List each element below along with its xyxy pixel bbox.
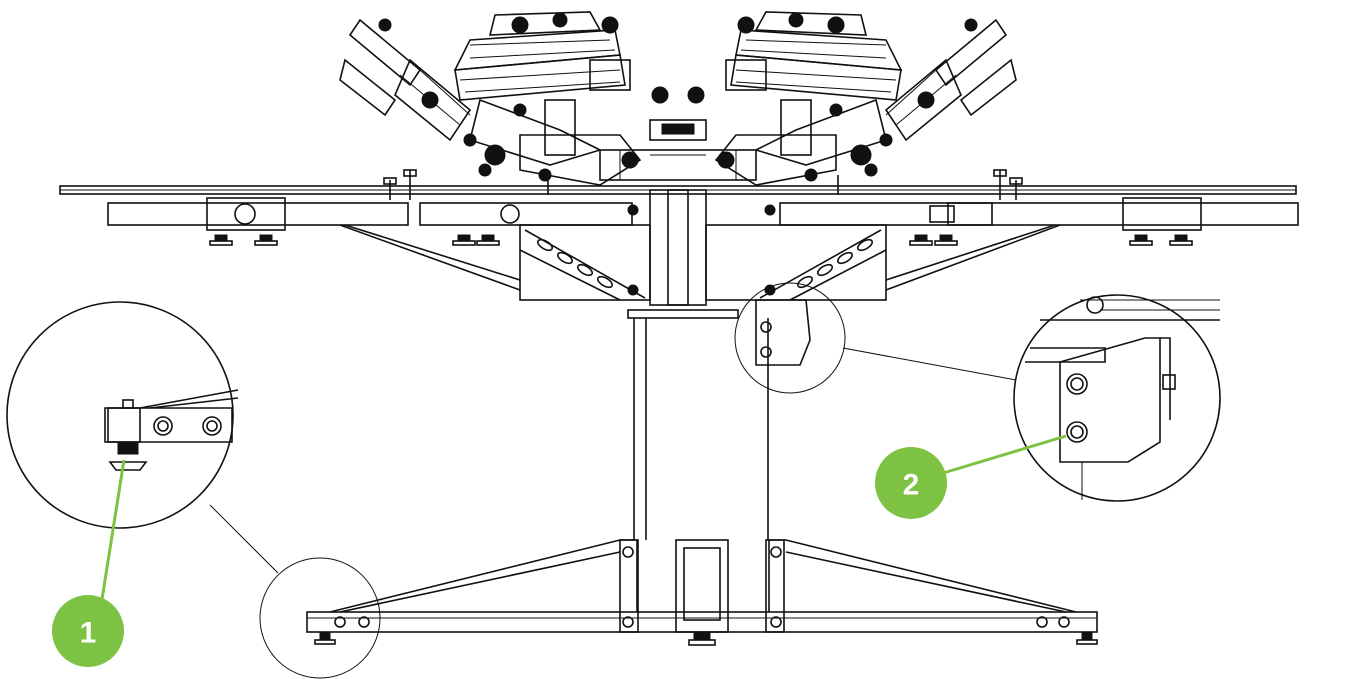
platen-adjuster-knobs (209, 169, 1193, 246)
callout-1-badge (52, 595, 124, 667)
detail-1-magnifier (6, 301, 234, 529)
print-heads-assembly (339, 11, 1017, 186)
callout-2-label: 2 (903, 469, 920, 502)
detail-view-1 (6, 301, 381, 679)
detail-view-2 (734, 282, 1221, 502)
callout-1-label: 1 (80, 617, 97, 650)
platen-table (59, 169, 1299, 246)
callout-2-badge (875, 447, 947, 519)
callout-2: 2 (875, 434, 1067, 519)
center-carriage (339, 189, 1061, 366)
detail-2-leader (842, 347, 1017, 381)
detail-1-source-circle (259, 557, 381, 679)
stand-base (306, 318, 1098, 646)
callout-1: 1 (52, 459, 126, 667)
detail-2-source-circle (734, 282, 846, 394)
detail-1-leader (209, 504, 279, 574)
detail-2-magnifier (1013, 294, 1221, 502)
